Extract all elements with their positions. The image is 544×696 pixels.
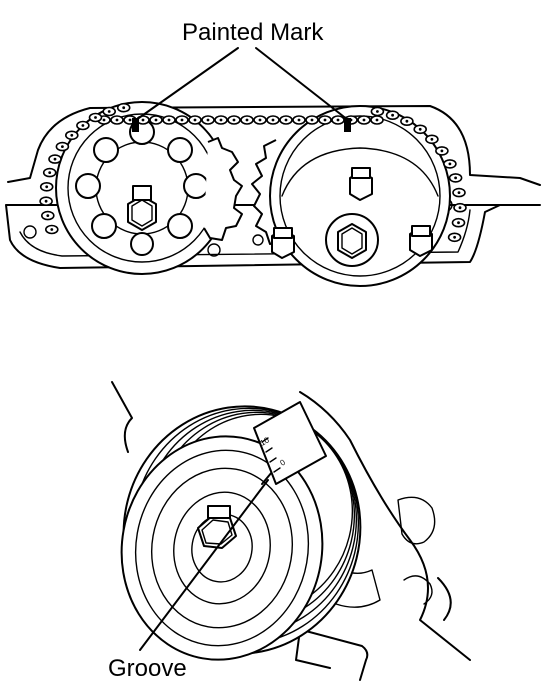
chain-link-pin — [94, 116, 97, 119]
chain-link-pin — [122, 106, 126, 110]
timing-scale-mark-0: 0 — [279, 457, 288, 467]
chain-link-pin — [376, 110, 379, 113]
crankshaft-pulley-view: 10 0 Groove — [108, 381, 471, 682]
painted-mark-left — [132, 118, 139, 132]
groove-leader — [139, 479, 269, 651]
chain-link-pin — [219, 118, 223, 122]
chain-link-pin — [46, 214, 50, 218]
chain-link-pin — [405, 119, 409, 123]
right-sprocket-left-bolt — [271, 227, 295, 259]
groove-label: Groove — [108, 655, 187, 682]
timing-scale-plate: 10 0 — [253, 401, 327, 485]
chain-link-pin — [418, 127, 422, 131]
cylinder-head-outline — [5, 105, 541, 269]
chain-link-pin — [336, 118, 340, 122]
right-sprocket-center-bolt — [325, 213, 379, 267]
right-sprocket-right-bolt — [409, 225, 433, 257]
chain-link-pin — [454, 176, 457, 180]
chain-link-pin — [232, 118, 236, 122]
timing-tab-bracket — [295, 629, 369, 681]
chain-link-pin — [141, 118, 145, 122]
intermediate-gear-left — [203, 137, 243, 241]
right-camshaft-sprocket — [269, 105, 451, 287]
painted-mark-label: Painted Mark — [182, 19, 324, 46]
crankshaft-pulley — [120, 405, 362, 661]
painted-mark-leader-left — [135, 47, 239, 121]
chain-link-pin — [206, 118, 210, 122]
chain-link-pin — [128, 118, 132, 122]
housing-inner-line — [19, 209, 471, 257]
chain-link-pin — [375, 118, 379, 122]
left-camshaft-sprocket — [55, 101, 229, 275]
chain-link-pin — [107, 110, 111, 113]
chain-link-pin — [61, 145, 64, 149]
chain-link-pin — [45, 185, 49, 189]
chain-link-pin — [81, 124, 85, 127]
engine-block-right-detail — [397, 496, 436, 545]
chain-link-pin — [284, 118, 288, 122]
chain-link-pin — [323, 118, 327, 122]
chain-link-pin — [180, 118, 184, 122]
chain-link-pin — [102, 118, 106, 122]
right-sprocket-top-bolt — [349, 167, 373, 201]
chain-link-pin — [457, 221, 460, 225]
pulley-groove-notch — [261, 471, 273, 485]
chain-link-pin — [458, 206, 462, 210]
painted-mark-right — [344, 118, 351, 132]
chain-link-pin — [44, 199, 48, 203]
chain-link-pin — [297, 118, 301, 122]
chain-link-pin — [115, 118, 119, 122]
chain-link-pin — [154, 118, 158, 122]
chain-link-pin — [457, 191, 461, 195]
pulley-center-bolt — [197, 505, 237, 549]
chain-link-pin — [391, 113, 394, 117]
painted-mark-leader-right — [255, 47, 349, 121]
chain-link-pin — [193, 118, 197, 122]
chain-link-pin — [70, 133, 74, 137]
chain-link-pin — [271, 118, 275, 122]
chain-link-pin — [430, 137, 434, 141]
housing-bolt-mid — [207, 243, 221, 257]
chain-link-pin — [245, 118, 249, 122]
housing-bolt-lower — [252, 234, 264, 246]
chain-link-pin — [440, 149, 444, 153]
chain-link-pin — [310, 118, 314, 122]
chain-link-pin — [362, 118, 366, 122]
chain-link-pin — [453, 235, 456, 239]
timing-chain-view: Painted Mark — [5, 19, 541, 287]
engine-block-outline — [111, 381, 471, 661]
chain-link-pin — [167, 118, 171, 122]
housing-bolt-left — [23, 225, 37, 239]
chain-link-pin — [48, 171, 52, 175]
chain-link-pin — [448, 162, 452, 166]
chain-link-pin — [258, 118, 262, 122]
chain-link-pin — [50, 228, 54, 231]
timing-chain — [39, 102, 467, 243]
chain-link-pin — [53, 157, 57, 161]
